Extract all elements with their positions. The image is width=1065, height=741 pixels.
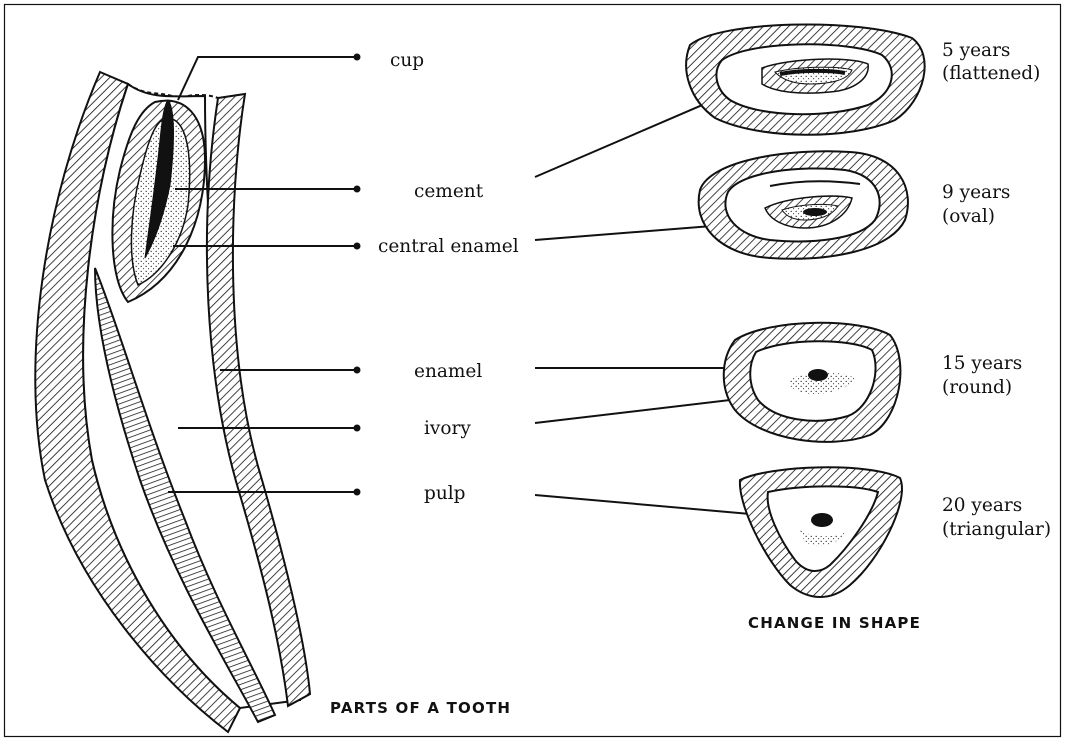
shape-oval: (oval)	[942, 206, 995, 227]
section-20-years	[740, 467, 902, 597]
label-enamel: enamel	[414, 361, 482, 382]
age-5-years: 5 years	[942, 40, 1010, 61]
section-5-years	[686, 24, 924, 134]
right-leaders	[535, 75, 818, 520]
section-15-years	[724, 323, 901, 442]
caption-change-in-shape: CHANGE IN SHAPE	[748, 614, 921, 632]
label-cement: cement	[414, 181, 484, 202]
age-9-years: 9 years	[942, 182, 1010, 203]
label-central-enamel: central enamel	[378, 236, 519, 257]
tooth-longitudinal-section	[35, 72, 310, 732]
caption-parts-of-a-tooth: PARTS OF A TOOTH	[330, 699, 511, 717]
age-20-years: 20 years	[942, 495, 1022, 516]
shape-flattened: (flattened)	[942, 63, 1040, 84]
label-cup: cup	[390, 50, 424, 71]
label-ivory: ivory	[424, 418, 471, 439]
section-9-years	[699, 151, 908, 258]
age-15-years: 15 years	[942, 353, 1022, 374]
shape-triangular: (triangular)	[942, 519, 1051, 540]
label-pulp: pulp	[424, 483, 466, 504]
shape-round: (round)	[942, 377, 1012, 398]
